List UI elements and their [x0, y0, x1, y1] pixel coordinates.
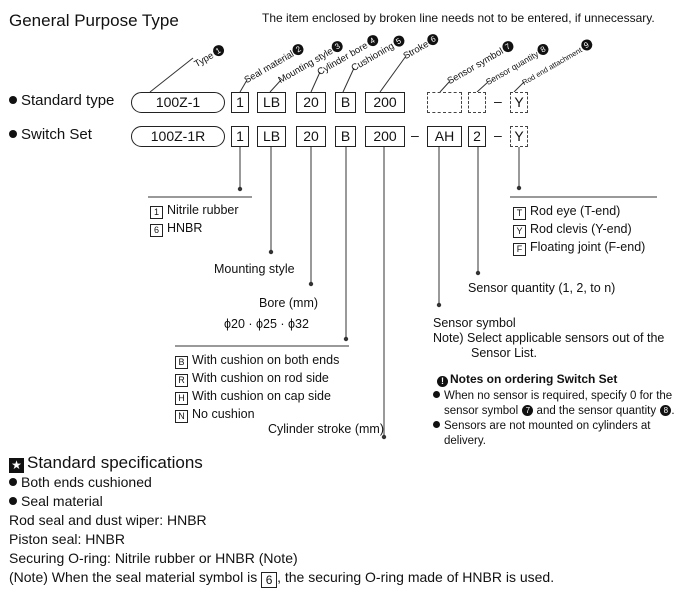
spec-line-2: Piston seal: HNBR	[9, 531, 125, 547]
switchset-bore-code: 20	[296, 126, 326, 147]
spec-line-4: (Note) When the seal material symbol is …	[9, 569, 555, 588]
spec-line-1: Rod seal and dust wiper: HNBR	[9, 512, 207, 528]
sensor-symbol-label: Sensor symbol	[433, 316, 516, 330]
sensor-symbol-note-1: Note) Select applicable sensors out of t…	[433, 331, 665, 345]
standard-seal-code: 1	[231, 92, 249, 113]
switchset-stroke-code: 200	[365, 126, 405, 147]
row-label-switch-set: Switch Set	[9, 126, 92, 143]
standard-sensor-blank	[427, 92, 462, 113]
switch-note-1b: sensor symbol 7 and the sensor quantity …	[444, 405, 675, 417]
row-label-standard: Standard type	[9, 92, 114, 109]
spec-bullet-2: Seal material	[9, 493, 103, 510]
bore-label: Bore (mm)	[259, 296, 319, 310]
mounting-style-label: Mounting style	[214, 262, 295, 276]
sensor-quantity-label: Sensor quantity (1, 2, to n)	[468, 281, 616, 295]
standard-dash: –	[494, 93, 502, 109]
standard-rod-end-code: Y	[510, 92, 528, 113]
switchset-sensor-code: AH	[427, 126, 462, 147]
standard-bore-code: 20	[296, 92, 326, 113]
switchset-type-code: 100Z-1R	[131, 126, 225, 147]
star-icon: ★	[9, 458, 24, 473]
standard-type-code: 100Z-1	[131, 92, 225, 113]
switchset-dash-2: –	[494, 127, 502, 143]
switchset-seal-code: 1	[231, 126, 249, 147]
switchset-mount-code: LB	[257, 126, 286, 147]
switch-note-2a: Sensors are not mounted on cylinders at	[433, 419, 650, 434]
broken-line-note: The item enclosed by broken line needs n…	[262, 11, 655, 25]
switchset-cushion-code: B	[335, 126, 356, 147]
switch-note-1a: When no sensor is required, specify 0 fo…	[433, 389, 672, 404]
specs-heading: ★Standard specifications	[9, 453, 203, 473]
standard-cushion-code: B	[335, 92, 356, 113]
bore-values: ϕ20 · ϕ25 · ϕ32	[224, 317, 309, 331]
spec-bullet-1: Both ends cushioned	[9, 474, 152, 491]
spec-line-3: Securing O-ring: Nitrile rubber or HNBR …	[9, 550, 298, 566]
page-title: General Purpose Type	[9, 11, 179, 30]
standard-stroke-code: 200	[365, 92, 405, 113]
sensor-symbol-note-2: Sensor List.	[471, 346, 538, 360]
switch-note-2b: delivery.	[444, 435, 486, 447]
switchset-qty-code: 2	[468, 126, 486, 147]
standard-mount-code: LB	[257, 92, 286, 113]
switchset-rod-end-code: Y	[510, 126, 528, 147]
cylinder-stroke-label: Cylinder stroke (mm)	[268, 422, 384, 436]
exclamation-icon: !	[437, 376, 448, 387]
switchset-dash-1: –	[411, 127, 419, 143]
standard-qty-blank	[468, 92, 486, 113]
switch-notes-heading: !Notes on ordering Switch Set	[437, 372, 617, 387]
